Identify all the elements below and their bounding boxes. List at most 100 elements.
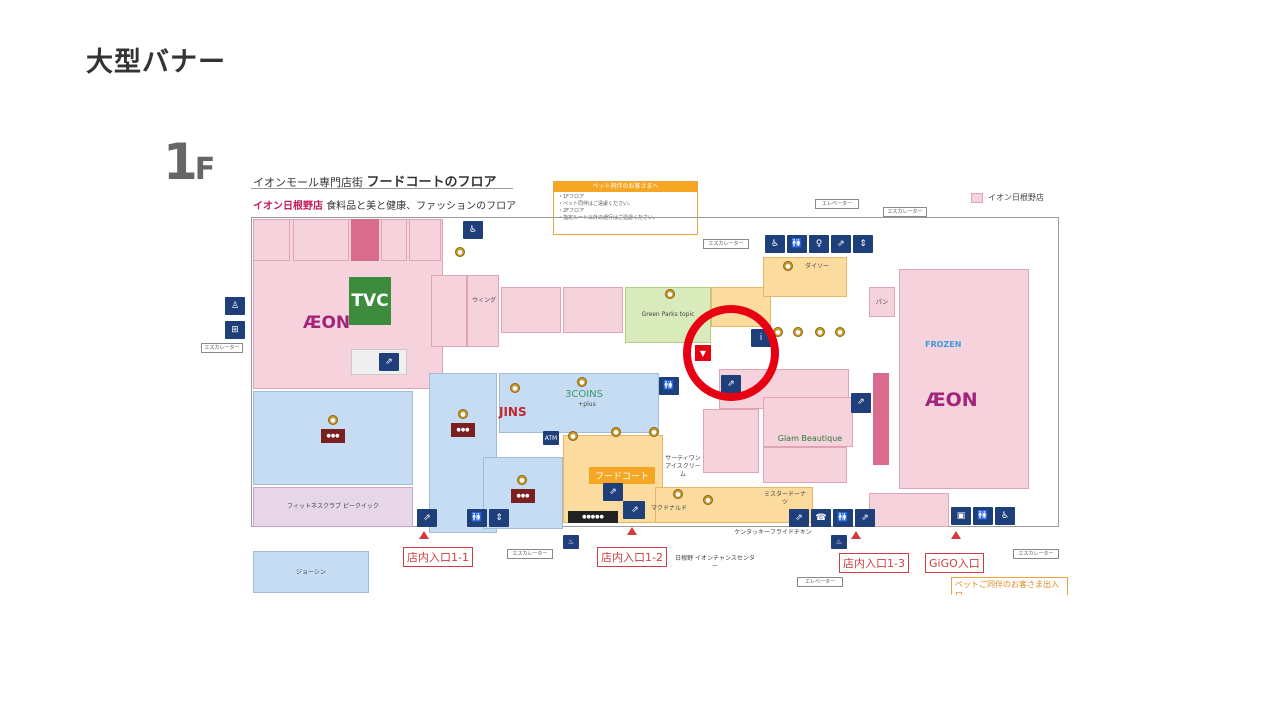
shop-dark-marker: ●●● xyxy=(451,423,475,437)
shop-dark-marker: ●●●●● xyxy=(568,511,618,523)
shop-block xyxy=(467,275,499,347)
shop-block xyxy=(409,219,441,261)
elevator-icon: ⇕ xyxy=(489,509,509,527)
stairs-icon: ⇗ xyxy=(789,509,809,527)
restaurant-icon: ● xyxy=(673,489,683,499)
header-aeon: イオン日根野店 食料品と美と健康、ファッションのフロア xyxy=(253,201,517,212)
restroom-icon: 🚻 xyxy=(833,509,853,527)
shop-block xyxy=(381,219,407,261)
restroom-icon: 🚻 xyxy=(973,507,993,525)
restaurant-icon: ● xyxy=(458,409,468,419)
shop-block xyxy=(293,219,349,261)
shop-block xyxy=(253,219,290,261)
building-outline xyxy=(251,217,1059,527)
daiso-area xyxy=(763,257,847,297)
aeon-logo-right: ÆON xyxy=(925,389,978,411)
escalator-callout: エスカレーター xyxy=(1013,549,1059,559)
restaurant-icon: ● xyxy=(510,383,520,393)
three-coins-area xyxy=(499,373,659,433)
pet-notice: ペット同伴のお客さまへ ・1Fフロア ・ペット同伴はご遠慮ください。 ・2Fフロ… xyxy=(553,181,698,235)
elevator-callout: エレベーター xyxy=(797,577,843,587)
highlight-circle xyxy=(683,305,779,401)
restaurant-icon: ● xyxy=(455,247,465,257)
legend-aeon-label: イオン日根野店 xyxy=(988,193,1044,202)
fitness-label: フィットネスクラブ ピークイック xyxy=(287,503,379,510)
daiso-label: ダイソー xyxy=(804,263,829,270)
elevator-icon: ⇕ xyxy=(853,235,873,253)
joshin-label: ジョーシン xyxy=(296,569,326,576)
legend-swatch xyxy=(971,193,983,203)
shop-block xyxy=(763,447,847,483)
entrance-1-3[interactable]: 店内入口1-3 xyxy=(839,553,909,573)
accessible-icon: ♿ xyxy=(995,507,1015,525)
escalator-icon: ⇗ xyxy=(625,501,645,519)
escalator-callout: エスカレーター xyxy=(201,343,243,353)
shop-block xyxy=(563,287,623,333)
shop-block xyxy=(431,275,467,347)
elevator-callout: エレベーター xyxy=(815,199,859,209)
joshin-area xyxy=(253,551,369,593)
shop-block xyxy=(869,287,895,317)
entrance-1-1[interactable]: 店内入口1-1 xyxy=(403,547,473,567)
shop-block-accent xyxy=(351,219,379,261)
restaurant-icon: ● xyxy=(793,327,803,337)
floor-label: 1F xyxy=(163,137,215,191)
shop-block xyxy=(501,287,561,333)
stairs-icon: ⇗ xyxy=(831,235,851,253)
aeon-logo-left: ÆON xyxy=(303,313,351,333)
escalator-callout: エスカレーター xyxy=(703,239,749,249)
shop-block xyxy=(703,409,759,473)
floor-map: 1F イオンモール専門店街 フードコートのフロア イオン日根野店 食料品と美と健… xyxy=(163,137,1068,595)
smoking-icon: ♨ xyxy=(831,535,847,549)
entrance-arrow xyxy=(419,531,429,539)
header-mall: イオンモール専門店街 フードコートのフロア xyxy=(253,175,497,190)
aeon-chance-label: 日根野 イオンチャンスセンター xyxy=(675,555,755,570)
info-icon: ♙ xyxy=(225,297,245,315)
restaurant-icon: ● xyxy=(611,427,621,437)
escalator-icon: ⇗ xyxy=(417,509,437,527)
escalator-icon: ⇗ xyxy=(379,353,399,371)
glam-label: Glam Beautique xyxy=(777,434,843,443)
shop-block xyxy=(869,493,949,527)
entrance-1-2[interactable]: 店内入口1-2 xyxy=(597,547,667,567)
stairs-icon: ⇗ xyxy=(851,393,871,411)
mister-donut-label: ミスタードーナツ xyxy=(763,491,806,506)
escalator-icon: ⇗ xyxy=(603,483,623,501)
mcdonalds-label: マクドナルド xyxy=(650,505,687,512)
restaurant-icon: ● xyxy=(577,377,587,387)
entrance-arrow xyxy=(951,531,961,539)
jins-logo: JINS xyxy=(499,405,527,419)
restaurant-icon: ● xyxy=(703,495,713,505)
shop-dark-marker: ●●● xyxy=(321,429,345,443)
restroom-icon: 🚻 xyxy=(787,235,807,253)
restaurant-icon: ● xyxy=(783,261,793,271)
restaurant-icon: ● xyxy=(568,431,578,441)
shop-block xyxy=(763,397,853,447)
bread-label: パン xyxy=(875,299,889,306)
pet-notice-body: ・1Fフロア ・ペット同伴はご遠慮ください。 ・2Fフロア ・指定ルート以外の通… xyxy=(558,194,659,221)
restroom-icon: 🚻 xyxy=(659,377,679,395)
atm-icon: ATM xyxy=(543,431,559,445)
entrance-gigo[interactable]: GiGO入口 xyxy=(925,553,984,573)
aeon-food-area xyxy=(899,269,1029,489)
entrance-arrow xyxy=(851,531,861,539)
smoking-icon: ♨ xyxy=(563,535,579,549)
phone-icon: ☎ xyxy=(811,509,831,527)
nursing-icon: ♀ xyxy=(809,235,829,253)
restaurant-icon: ● xyxy=(835,327,845,337)
entrance-arrow xyxy=(627,527,637,535)
escalator-icon: ⇗ xyxy=(855,509,875,527)
thirty-one-label: サーティワン アイスクリーム xyxy=(665,455,701,478)
green-parks-label: Green Parks topic xyxy=(641,311,695,318)
tvc-logo: TVC xyxy=(349,277,391,325)
header-divider xyxy=(251,188,513,189)
atm-icon: ⊞ xyxy=(225,321,245,339)
restroom-icon: 🚻 xyxy=(467,509,487,527)
fitness-area xyxy=(253,487,413,527)
shop-dark-marker: ●●● xyxy=(511,489,535,503)
escalator-callout: エスカレーター xyxy=(507,549,553,559)
restroom-icon: ♿ xyxy=(463,221,483,239)
locker-icon: ▣ xyxy=(951,507,971,525)
accessible-icon: ♿ xyxy=(765,235,785,253)
three-coins-sub: +plus xyxy=(578,401,596,408)
